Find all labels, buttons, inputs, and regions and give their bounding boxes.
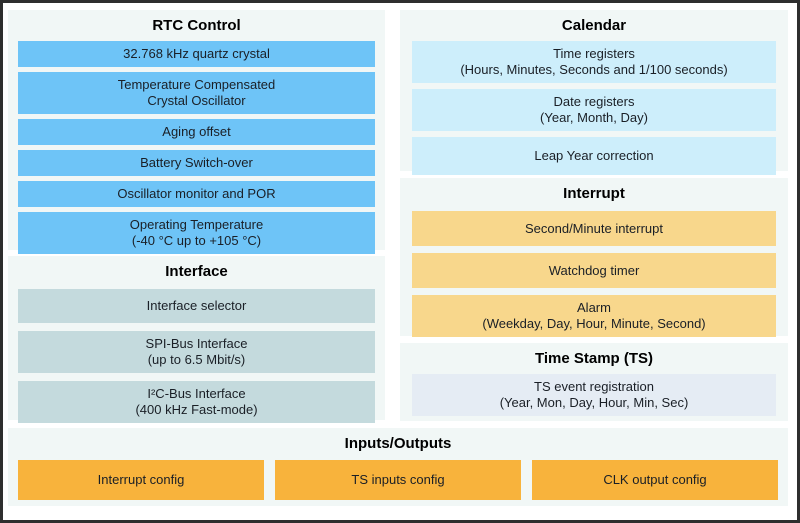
- rtc-control-feature-box: Oscillator monitor and POR: [18, 181, 375, 207]
- rtc-control-feature-box: Aging offset: [18, 119, 375, 145]
- rtc-control-title: RTC Control: [152, 17, 241, 34]
- time-stamp-feature-box: TS event registration (Year, Mon, Day, H…: [412, 374, 776, 416]
- inputs-outputs-feature-box: CLK output config: [532, 460, 778, 500]
- calendar-feature-box: Date registers (Year, Month, Day): [412, 89, 776, 131]
- inputs-outputs-feature-box: Interrupt config: [18, 460, 264, 500]
- calendar-title: Calendar: [561, 17, 627, 34]
- interrupt-feature-box: Second/Minute interrupt: [412, 211, 776, 246]
- inputs-outputs-box-list: Interrupt config TS inputs config CLK outp…: [8, 459, 788, 501]
- panel-calendar: Calendar Time registers (Hours, Minutes,…: [400, 10, 788, 175]
- rtc-control-feature-box: 32.768 kHz quartz crystal: [18, 41, 375, 67]
- rtc-control-feature-box: Operating Temperature (-40 °C up to +105…: [18, 212, 375, 254]
- interface-feature-box: I²C-Bus Interface (400 kHz Fast-mode): [18, 381, 375, 423]
- calendar-feature-box: Time registers (Hours, Minutes, Seconds …: [412, 41, 776, 83]
- panel-inputs-outputs: Inputs/Outputs Interrupt config TS inputs…: [8, 428, 788, 506]
- interrupt-feature-box: Watchdog timer: [412, 253, 776, 288]
- calendar-feature-box: Leap Year correction: [412, 137, 776, 175]
- time-stamp-title: Time Stamp (TS): [534, 350, 654, 367]
- calendar-box-list: Time registers (Hours, Minutes, Seconds …: [400, 41, 788, 175]
- panel-time-stamp: Time Stamp (TS) TS event registration (Y…: [400, 343, 788, 421]
- interface-feature-box: Interface selector: [18, 289, 375, 323]
- inputs-outputs-title: Inputs/Outputs: [344, 435, 452, 452]
- interface-feature-box: SPI-Bus Interface (up to 6.5 Mbit/s): [18, 331, 375, 373]
- inputs-outputs-feature-box: TS inputs config: [275, 460, 521, 500]
- interrupt-title: Interrupt: [563, 185, 625, 202]
- rtc-control-feature-box: Battery Switch-over: [18, 150, 375, 176]
- interrupt-feature-box: Alarm (Weekday, Day, Hour, Minute, Secon…: [412, 295, 776, 337]
- interface-title: Interface: [165, 263, 228, 280]
- rtc-control-feature-box: Temperature Compensated Crystal Oscillat…: [18, 72, 375, 114]
- time-stamp-box-list: TS event registration (Year, Mon, Day, H…: [400, 374, 788, 416]
